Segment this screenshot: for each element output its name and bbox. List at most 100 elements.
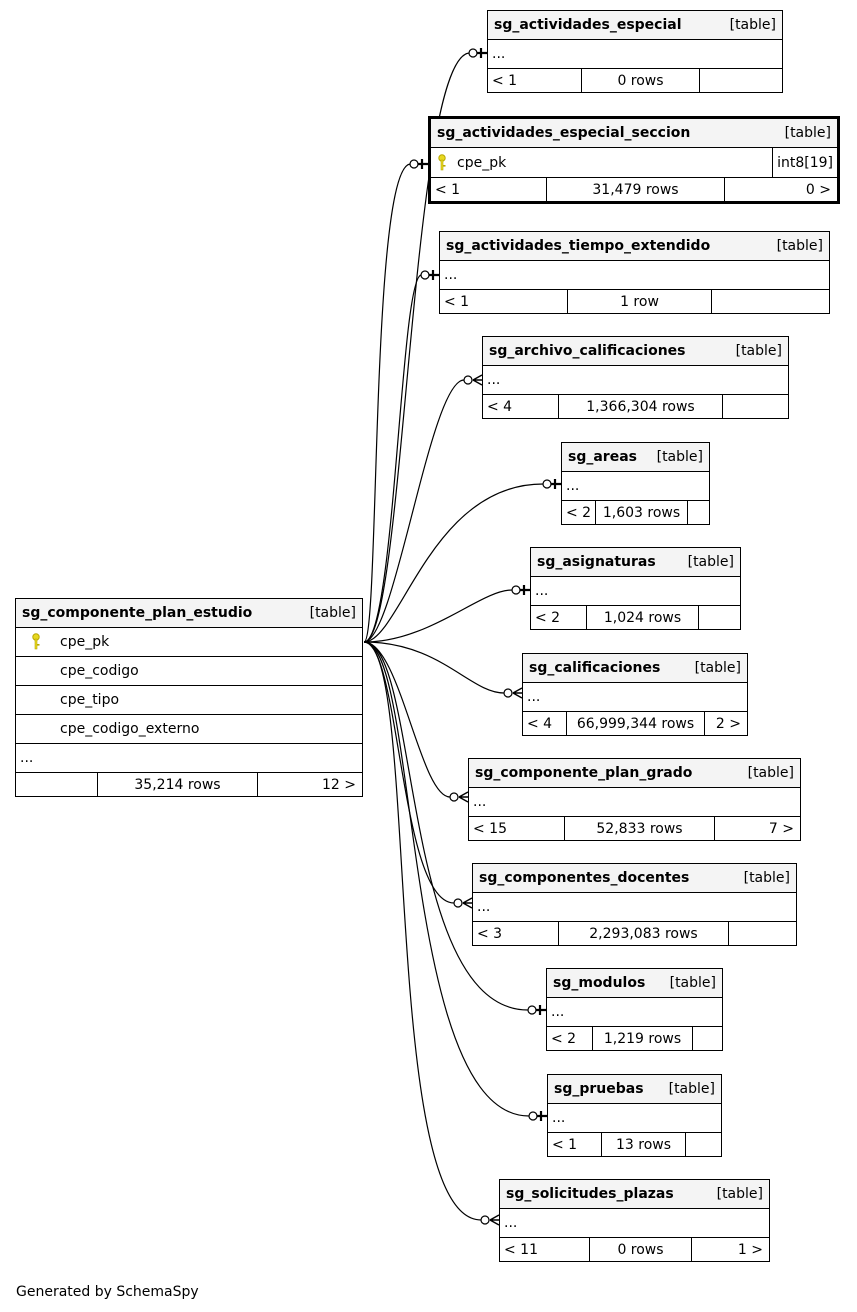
more-columns: ... xyxy=(16,744,362,773)
column-name: cpe_codigo xyxy=(60,663,139,679)
table-sg-archivo-calificaciones[interactable]: sg_archivo_calificaciones[table] ... < 4… xyxy=(482,336,789,419)
children-count[interactable]: 2 > xyxy=(715,715,741,732)
table-kind: [table] xyxy=(776,238,823,254)
zero-or-one-marker xyxy=(409,159,428,169)
table-sg-actividades-especial-seccion[interactable]: sg_actividades_especial_seccion[table] c… xyxy=(428,116,840,204)
parents-count[interactable]: < 4 xyxy=(523,712,567,735)
parents-count[interactable]: < 2 xyxy=(562,501,596,524)
column-row[interactable]: cpe_pk xyxy=(16,628,362,657)
children-count[interactable] xyxy=(686,1133,721,1156)
table-kind: [table] xyxy=(694,660,741,676)
table-name: sg_calificaciones xyxy=(529,660,661,676)
table-kind: [table] xyxy=(735,343,782,359)
children-count[interactable] xyxy=(712,290,829,313)
primary-key-icon xyxy=(431,153,453,172)
column-name: cpe_codigo_externo xyxy=(60,721,200,737)
table-header: sg_componente_plan_grado[table] xyxy=(469,759,800,788)
table-sg-areas[interactable]: sg_areas[table] ... < 2 1,603 rows xyxy=(561,442,710,525)
table-name: sg_pruebas xyxy=(554,1081,644,1097)
table-sg-pruebas[interactable]: sg_pruebas[table] ... < 1 13 rows xyxy=(547,1074,722,1157)
table-footer: < 4 66,999,344 rows 2 > xyxy=(523,712,747,735)
children-count[interactable]: 12 > xyxy=(322,776,356,793)
table-sg-solicitudes-plazas[interactable]: sg_solicitudes_plazas[table] ... < 11 0 … xyxy=(499,1179,770,1262)
table-sg-calificaciones[interactable]: sg_calificaciones [table] ... < 4 66,999,… xyxy=(522,653,748,736)
parents-count[interactable]: < 3 xyxy=(473,922,559,945)
row-count: 1,366,304 rows xyxy=(559,395,723,418)
table-header: sg_modulos[table] xyxy=(547,969,722,998)
zero-or-one-marker xyxy=(511,585,530,595)
table-name: sg_areas xyxy=(568,449,637,465)
table-header: sg_actividades_especial_seccion[table] xyxy=(431,119,837,148)
table-kind: [table] xyxy=(743,870,790,886)
column-row[interactable]: cpe_codigo xyxy=(16,657,362,686)
more-columns: ... xyxy=(473,893,796,922)
column-row[interactable]: cpe_tipo xyxy=(16,686,362,715)
table-sg-actividades-especial[interactable]: sg_actividades_especial[table] ... < 1 0… xyxy=(487,10,783,93)
column-type: int8[19] xyxy=(772,148,837,177)
children-count[interactable] xyxy=(688,501,709,524)
zero-or-many-marker xyxy=(503,687,523,699)
more-columns: ... xyxy=(469,788,800,817)
table-sg-actividades-tiempo-extendido[interactable]: sg_actividades_tiempo_extendido[table] .… xyxy=(439,231,830,314)
zero-or-one-marker xyxy=(527,1005,546,1015)
parents-count[interactable]: < 1 xyxy=(488,69,582,92)
relationship-line xyxy=(363,483,544,643)
parents-count[interactable]: < 4 xyxy=(483,395,559,418)
children-count[interactable] xyxy=(729,922,796,945)
table-header: sg_asignaturas[table] xyxy=(531,548,740,577)
parents-count[interactable]: < 1 xyxy=(431,178,547,201)
children-count[interactable]: 0 > xyxy=(805,181,831,198)
children-count[interactable] xyxy=(693,1027,722,1050)
table-footer: < 3 2,293,083 rows xyxy=(473,922,796,945)
table-kind: [table] xyxy=(729,17,776,33)
more-columns: ... xyxy=(488,40,782,69)
row-count: 0 rows xyxy=(582,69,700,92)
zero-or-many-marker xyxy=(453,897,473,909)
row-count: 1,024 rows xyxy=(587,606,699,629)
parents-count[interactable]: < 1 xyxy=(548,1133,602,1156)
table-footer: < 11 0 rows 1 > xyxy=(500,1238,769,1261)
column-row[interactable]: cpe_codigo_externo xyxy=(16,715,362,744)
more-columns: ... xyxy=(547,998,722,1027)
table-header: sg_calificaciones [table] xyxy=(523,654,747,683)
zero-or-one-marker xyxy=(420,270,439,280)
parents-count[interactable]: < 1 xyxy=(440,290,568,313)
children-count[interactable]: 1 > xyxy=(737,1241,763,1258)
parents-count[interactable]: < 2 xyxy=(547,1027,593,1050)
table-header: sg_areas[table] xyxy=(562,443,709,472)
table-footer: < 1 0 rows xyxy=(488,69,782,92)
table-sg-asignaturas[interactable]: sg_asignaturas[table] ... < 2 1,024 rows xyxy=(530,547,741,630)
row-count: 0 rows xyxy=(590,1238,692,1261)
children-count[interactable] xyxy=(700,69,782,92)
column-row[interactable]: cpe_pk int8[19] xyxy=(431,148,837,178)
parents-count[interactable]: < 11 xyxy=(500,1238,590,1261)
table-sg-componentes-docentes[interactable]: sg_componentes_docentes[table] ... < 3 2… xyxy=(472,863,797,946)
table-footer: < 1 31,479 rows 0 > xyxy=(431,178,837,201)
more-columns: ... xyxy=(523,683,747,712)
row-count: 2,293,083 rows xyxy=(559,922,729,945)
table-name: sg_solicitudes_plazas xyxy=(506,1186,674,1202)
children-count[interactable] xyxy=(699,606,740,629)
row-count: 35,214 rows xyxy=(98,773,258,796)
parents-count[interactable]: < 15 xyxy=(469,817,565,840)
zero-or-many-marker xyxy=(463,374,483,386)
table-sg-componente-plan-grado[interactable]: sg_componente_plan_grado[table] ... < 15… xyxy=(468,758,801,841)
parents-count[interactable]: < 2 xyxy=(531,606,587,629)
children-count[interactable] xyxy=(723,395,788,418)
zero-or-many-marker xyxy=(449,791,469,803)
more-columns: ... xyxy=(483,366,788,395)
main-table-footer: 35,214 rows 12 > xyxy=(16,773,362,796)
primary-key-icon xyxy=(16,633,56,651)
children-count[interactable]: 7 > xyxy=(768,820,794,837)
column-name: cpe_pk xyxy=(457,154,507,171)
table-kind: [table] xyxy=(669,975,716,991)
main-table-kind: [table] xyxy=(309,605,356,621)
relationship-line xyxy=(363,274,422,643)
relationship-line xyxy=(363,641,505,694)
main-table[interactable]: sg_componente_plan_estudio [table] cpe_p… xyxy=(15,598,363,797)
table-footer: < 2 1,219 rows xyxy=(547,1027,722,1050)
parents-count[interactable] xyxy=(16,773,98,796)
table-name: sg_actividades_tiempo_extendido xyxy=(446,238,711,254)
table-sg-modulos[interactable]: sg_modulos[table] ... < 2 1,219 rows xyxy=(546,968,723,1051)
